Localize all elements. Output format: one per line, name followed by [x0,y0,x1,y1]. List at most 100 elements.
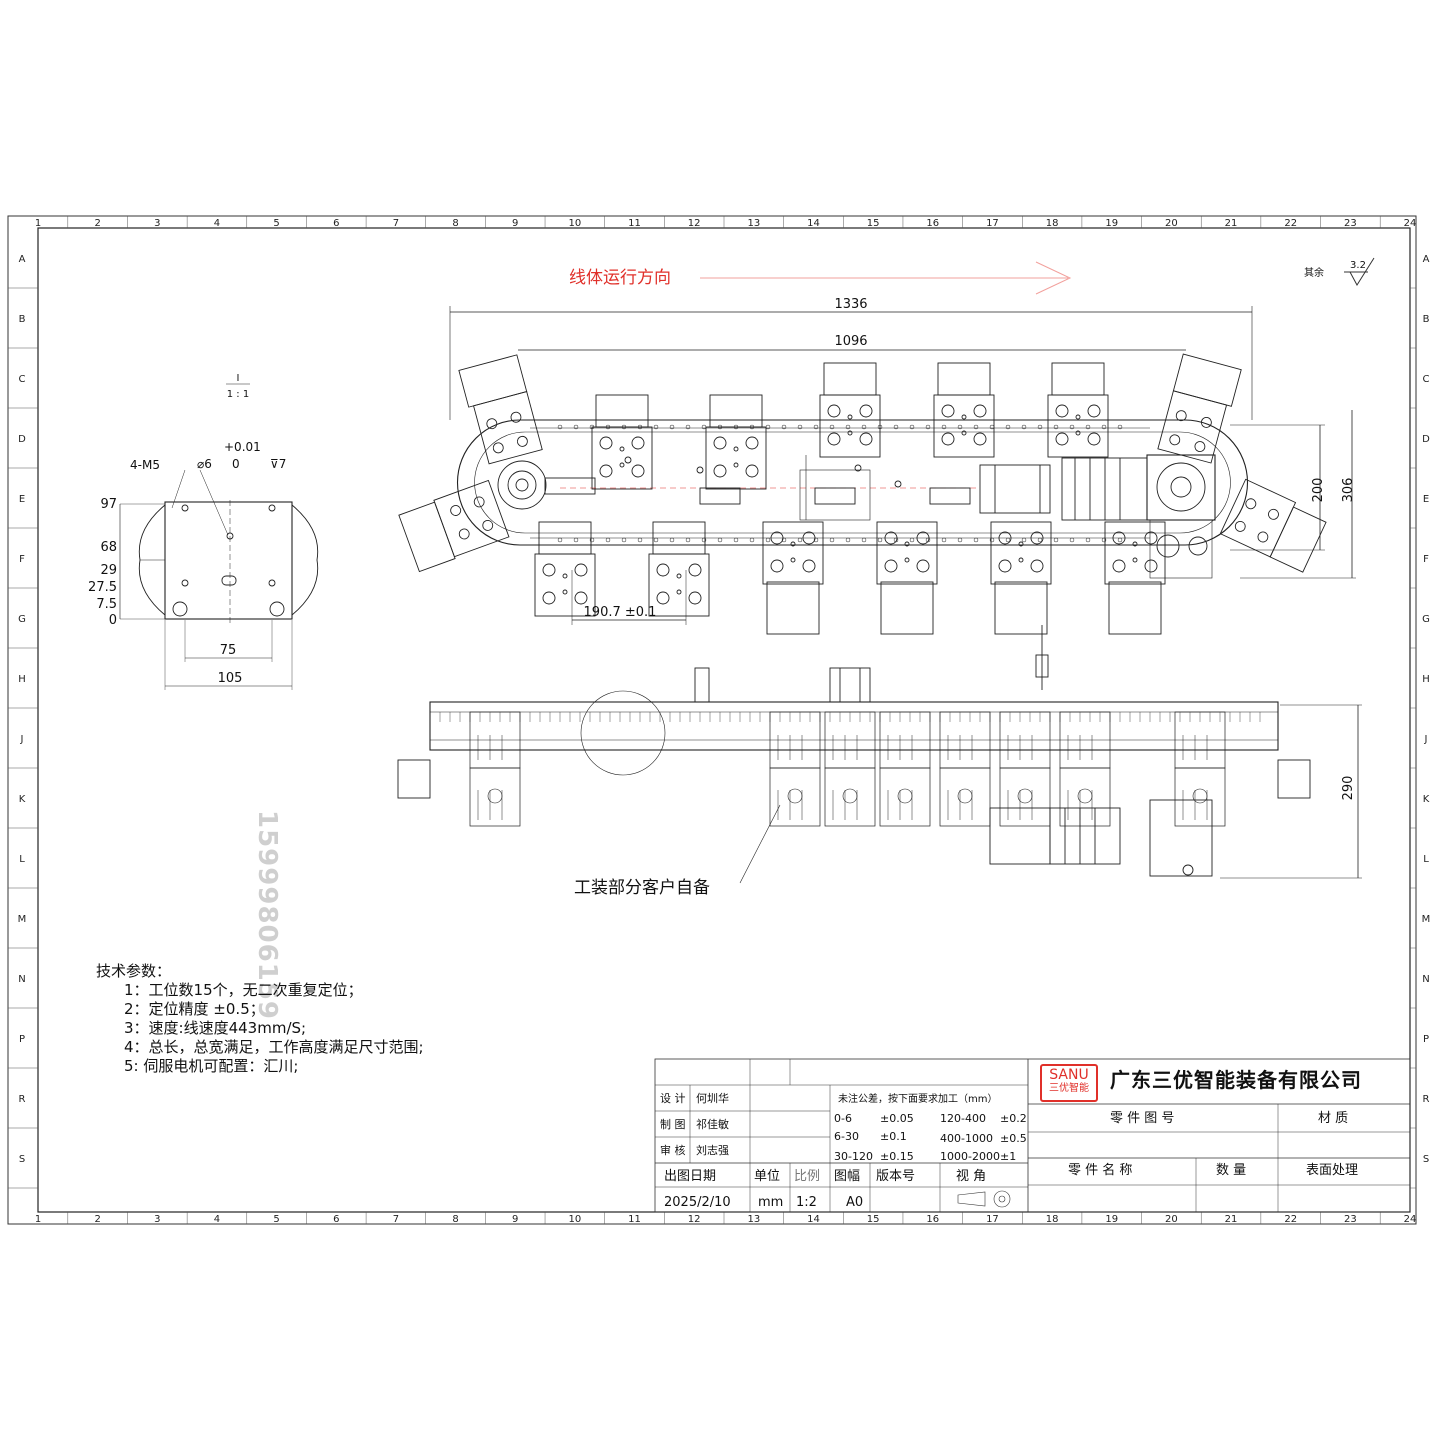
direction-label: 线体运行方向 [569,268,671,288]
grid-col-label: 17 [986,218,999,229]
grid-row-label: K [19,794,26,805]
tol-range: 1000-2000 [940,1150,1000,1163]
detail-vdim: 68 [100,540,117,555]
header-version: 版本号 [876,1169,915,1184]
grid-col-label: 6 [333,218,339,229]
grid-row-label: F [1423,554,1429,565]
format-value: A0 [846,1195,863,1210]
grid-row-label: M [1422,914,1431,925]
grid-row-label: P [1423,1034,1429,1045]
grid-row-label: H [18,674,26,685]
grid-col-label: 7 [393,218,399,229]
detail-vdim: 97 [100,497,117,512]
detail-pin-lower: 0 [232,457,240,471]
logo-text: SANU [1049,1067,1089,1083]
detail-pin-depth: ⊽7 [270,457,286,471]
grid-col-label: 22 [1284,218,1297,229]
grid-col-label: 9 [512,218,518,229]
grid-row-label: D [18,434,26,445]
grid-col-label: 19 [1105,1214,1118,1225]
quantity-label: 数 量 [1216,1163,1246,1178]
grid-col-label: 24 [1404,218,1417,229]
grid-col-label: 1 [35,218,41,229]
grid-row-label: J [20,734,24,745]
tol-value: ±1 [1000,1150,1016,1163]
grid-row-label: R [19,1094,26,1105]
tol-value: ±0.15 [880,1150,914,1163]
grid-row-label: N [1422,974,1429,985]
grid-col-label: 10 [569,218,582,229]
grid-col-label: 21 [1225,218,1238,229]
grid-col-label: 10 [569,1214,582,1225]
grid-row-label: K [1423,794,1430,805]
detail-pin-tol: +0.01 [224,440,261,454]
grid-col-label: 12 [688,1214,701,1225]
grid-col-label: 2 [94,218,100,229]
tech-param-item: 4：总长，总宽满足，工作高度满足尺寸范围; [124,1038,424,1056]
grid-row-label: D [1422,434,1430,445]
title-block-text: 设 计 何圳华 制 图 祁佳敏 审 核 刘志强 未注公差，按下面要求加工（mm）… [660,1091,1358,1210]
grid-row-label: A [19,254,26,265]
dim-overall-length: 1336 [834,297,867,312]
tol-range: 400-1000 [940,1132,993,1145]
detail-hdim-outer: 105 [218,671,243,686]
grid-col-label: 3 [154,218,160,229]
detail-view-label: I [237,373,240,384]
tech-param-item: 3：速度:线速度443mm/S; [124,1019,307,1037]
dim-height: 290 [1341,776,1356,801]
grid-row-label: B [1423,314,1430,325]
grid-col-label: 11 [628,1214,641,1225]
grid-col-label: 1 [35,1214,41,1225]
grid-row-label: B [19,314,26,325]
grid-col-label: 15 [867,1214,880,1225]
grid-col-label: 20 [1165,218,1178,229]
grid-row-label: L [1423,854,1429,865]
detail-view [119,383,319,690]
detail-vdim: 27.5 [88,580,117,595]
header-format: 图幅 [834,1169,860,1184]
grid-col-label: 2 [94,1214,100,1225]
grid-col-label: 13 [747,1214,760,1225]
grid-row-label: M [18,914,27,925]
grid-col-label: 24 [1404,1214,1417,1225]
tech-param-item: 1：工位数15个，无二次重复定位； [124,981,363,999]
logo-sub: 三优智能 [1049,1083,1089,1094]
tolerance-title: 未注公差，按下面要求加工（mm） [838,1092,997,1105]
check-label: 审 核 [660,1143,686,1157]
grid-col-label: 19 [1105,218,1118,229]
grid-col-label: 22 [1284,1214,1297,1225]
grid-row-label: N [18,974,25,985]
grid-col-label: 16 [926,1214,939,1225]
grid-row-label: E [19,494,25,505]
grid-col-label: 23 [1344,218,1357,229]
part-no-label: 零 件 图 号 [1110,1111,1174,1126]
grid-col-label: 21 [1225,1214,1238,1225]
scale-value: 1:2 [796,1195,817,1210]
grid-col-label: 11 [628,218,641,229]
date-value: 2025/2/10 [664,1195,731,1210]
grid-col-label: 3 [154,1214,160,1225]
surface-label: 表面处理 [1306,1163,1358,1178]
draw-label: 制 图 [660,1118,686,1131]
customer-note: 工装部分客户自备 [574,878,710,898]
grid-row-label: G [18,614,26,625]
direction-arrow [700,261,1072,295]
top-view [398,306,1356,635]
design-name: 何圳华 [696,1091,729,1105]
tol-value: ±0.5 [1000,1132,1027,1145]
detail-vdim: 29 [100,563,117,578]
grid-row-label: P [19,1034,25,1045]
tol-value: ±0.2 [1000,1112,1027,1125]
grid-col-label: 5 [273,1214,279,1225]
grid-col-label: 6 [333,1214,339,1225]
design-label: 设 计 [660,1092,686,1105]
tol-value: ±0.05 [880,1112,914,1125]
grid-col-label: 18 [1046,218,1059,229]
detail-vdim: 7.5 [96,597,117,612]
grid-marks: 1122334455667788991010111112121313141415… [8,216,1430,1225]
grid-col-label: 12 [688,218,701,229]
header-view: 视 角 [956,1169,986,1184]
tech-params-title: 技术参数： [96,962,172,980]
grid-col-label: 14 [807,218,820,229]
